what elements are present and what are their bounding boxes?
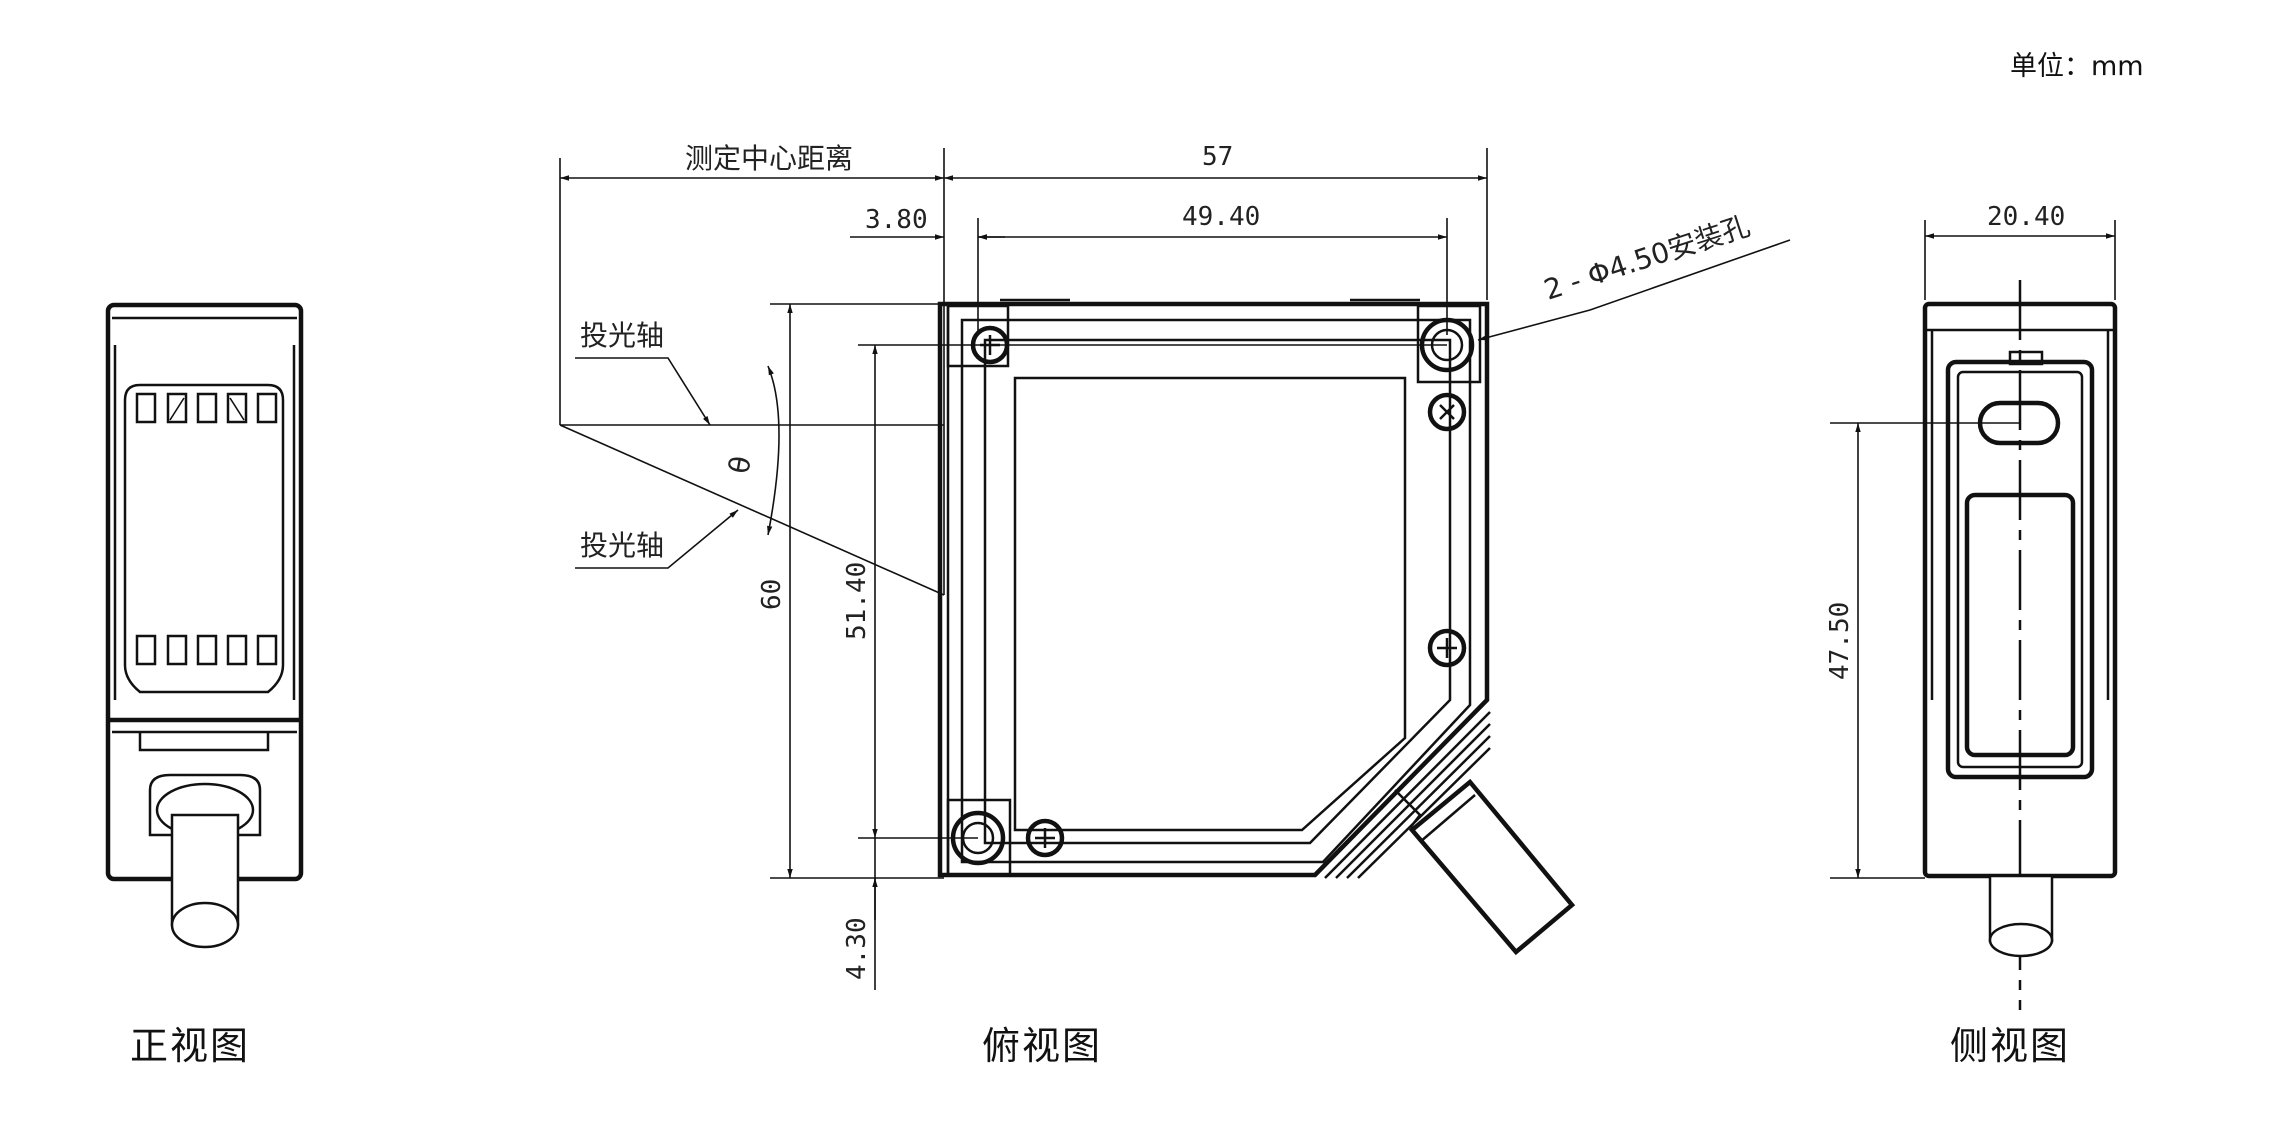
dim-20-40: 20.40 — [1987, 202, 2065, 232]
mount-hole-label: 2 - Φ4.50安装孔 — [1540, 209, 1754, 307]
top-view-title: 俯视图 — [982, 1024, 1103, 1068]
projection-axis-label-1: 投光轴 — [580, 319, 664, 352]
top-view-dimensions: 测定中心距离 57 3.80 49.40 2 - Φ4.50安装孔 60 51.… — [559, 142, 1791, 990]
dim-47-50: 47.50 — [1825, 602, 1855, 680]
unit-label: 单位：mm — [2010, 51, 2144, 82]
angle-theta-label: θ — [722, 454, 757, 477]
dim-60: 60 — [757, 579, 787, 610]
front-slots-top — [135, 392, 278, 424]
top-view — [937, 298, 1576, 956]
side-view-dimensions: 20.40 47.50 — [1825, 202, 2116, 879]
front-slots-bottom — [135, 634, 278, 666]
dim-51-40: 51.40 — [842, 562, 872, 640]
dim-4-30: 4.30 — [842, 917, 872, 980]
screw-icon — [1427, 392, 1467, 432]
measure-center-distance-label: 测定中心距离 — [685, 142, 853, 175]
dim-57: 57 — [1202, 142, 1233, 172]
dim-3-80: 3.80 — [865, 205, 928, 235]
side-view-title: 侧视图 — [1950, 1024, 2071, 1068]
side-view — [1922, 280, 2118, 1010]
projection-axis-label-2: 投光轴 — [580, 529, 664, 562]
screw-icon — [1025, 818, 1065, 858]
screw-icon — [1427, 628, 1467, 668]
front-view-title: 正视图 — [130, 1024, 251, 1068]
dim-49-40: 49.40 — [1182, 202, 1260, 232]
front-view — [105, 302, 304, 949]
